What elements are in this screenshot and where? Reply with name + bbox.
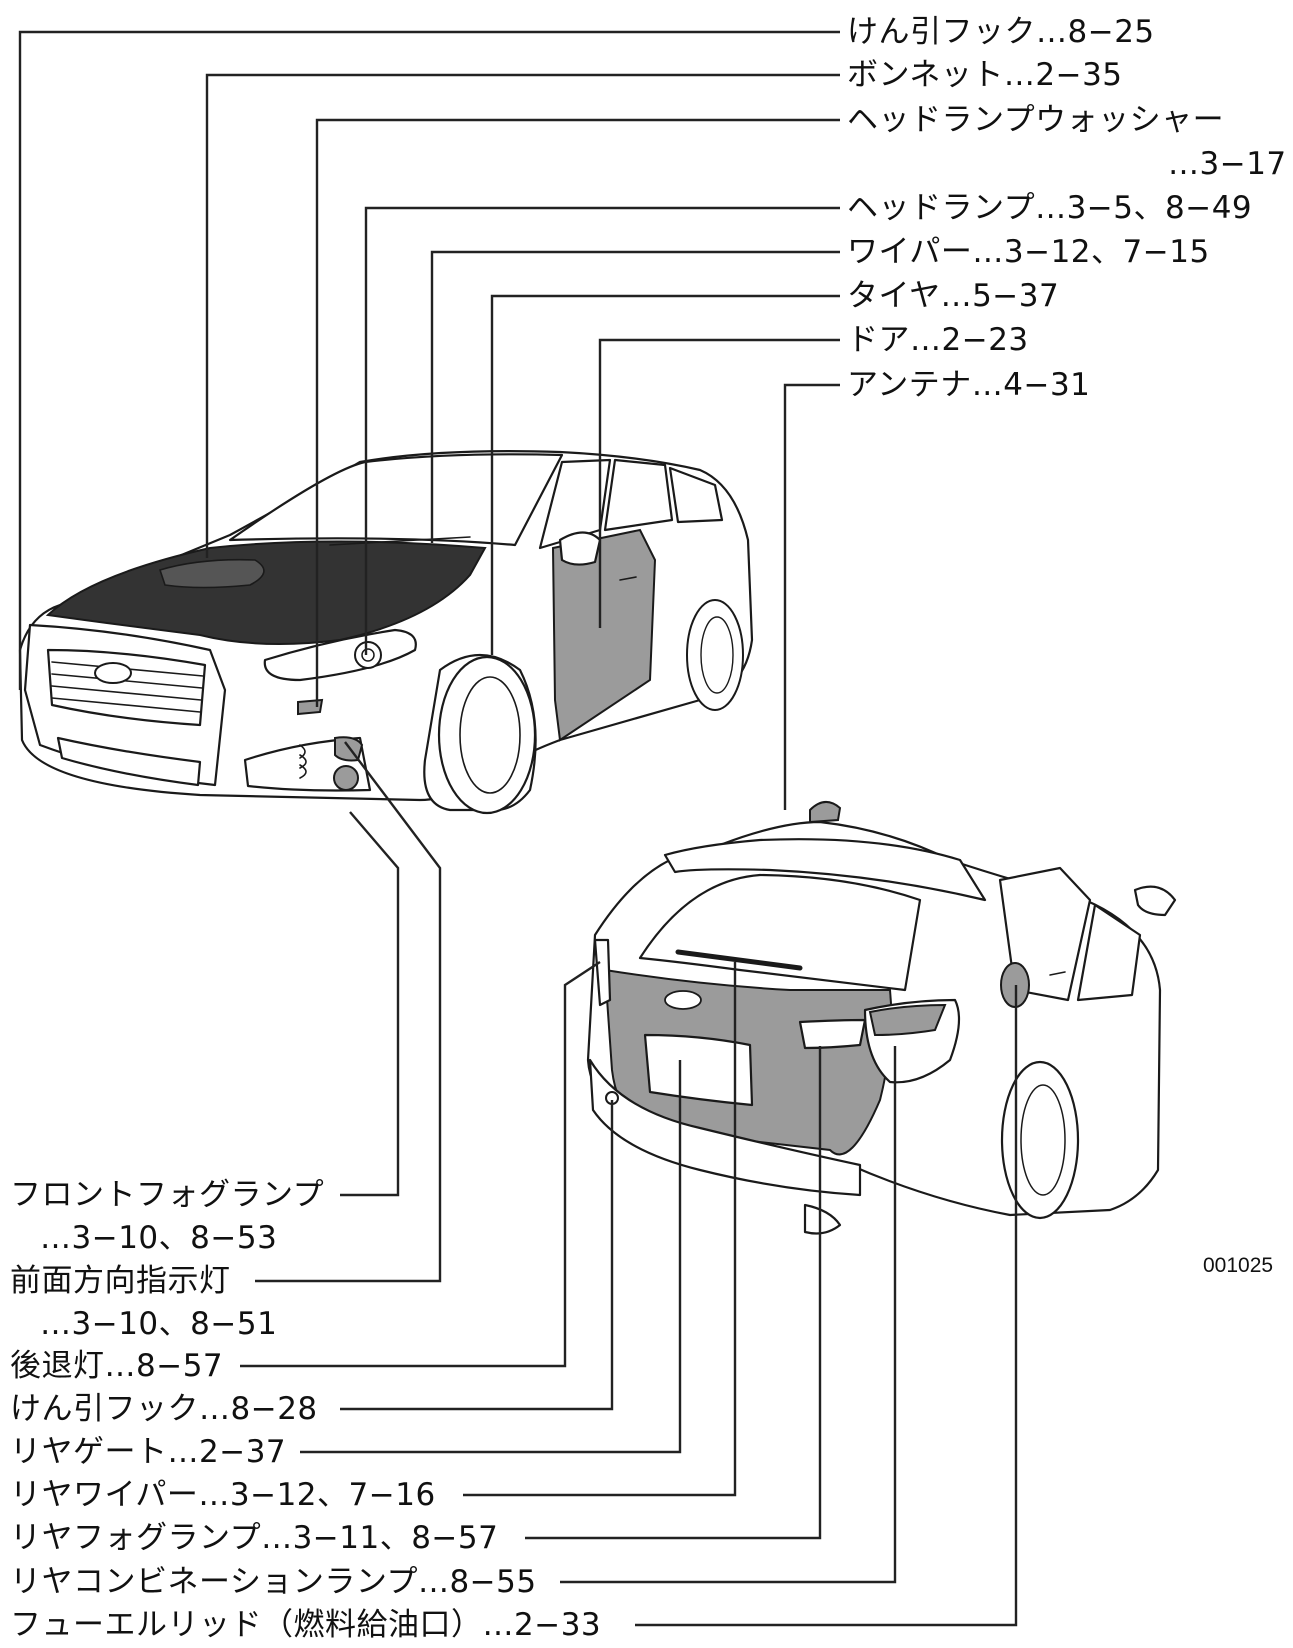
label-headlamp-washer-page: …3−17	[1168, 146, 1287, 182]
leader-lines	[20, 32, 1016, 1625]
label-rear-combination-lamp: リヤコンビネーションランプ…8−55	[10, 1564, 537, 1600]
label-rear-tow-hook: けん引フック…8−28	[10, 1391, 318, 1427]
label-tire: タイヤ…5−37	[847, 278, 1059, 314]
label-front-tow-hook: けん引フック…8−25	[847, 14, 1155, 50]
label-rear-wiper: リヤワイパー…3−12、7−16	[10, 1477, 436, 1513]
label-door: ドア…2−23	[847, 322, 1029, 358]
label-wiper: ワイパー…3−12、7−15	[847, 234, 1210, 270]
label-rear-gate: リヤゲート…2−37	[10, 1434, 286, 1470]
label-headlamp: ヘッドランプ…3−5、8−49	[847, 190, 1252, 226]
label-bonnet: ボンネット…2−35	[847, 57, 1123, 93]
label-front-turn-signal: 前面方向指示灯	[10, 1263, 231, 1299]
label-front-turn-signal-page: …3−10、8−51	[40, 1306, 277, 1342]
label-front-fog-lamp-page: …3−10、8−53	[40, 1220, 277, 1256]
label-fuel-lid: フューエルリッド（燃料給油口）…2−33	[10, 1607, 601, 1643]
label-antenna: アンテナ…4−31	[847, 367, 1090, 403]
label-backup-lamp: 後退灯…8−57	[10, 1348, 223, 1384]
label-front-fog-lamp: フロントフォグランプ	[10, 1177, 324, 1213]
figure-code: 001025	[1203, 1254, 1273, 1278]
rear-car-illustration	[588, 802, 1175, 1234]
label-headlamp-washer: ヘッドランプウォッシャー	[847, 102, 1224, 138]
front-car-illustration	[20, 451, 752, 813]
label-rear-fog-lamp: リヤフォグランプ…3−11、8−57	[10, 1520, 498, 1556]
